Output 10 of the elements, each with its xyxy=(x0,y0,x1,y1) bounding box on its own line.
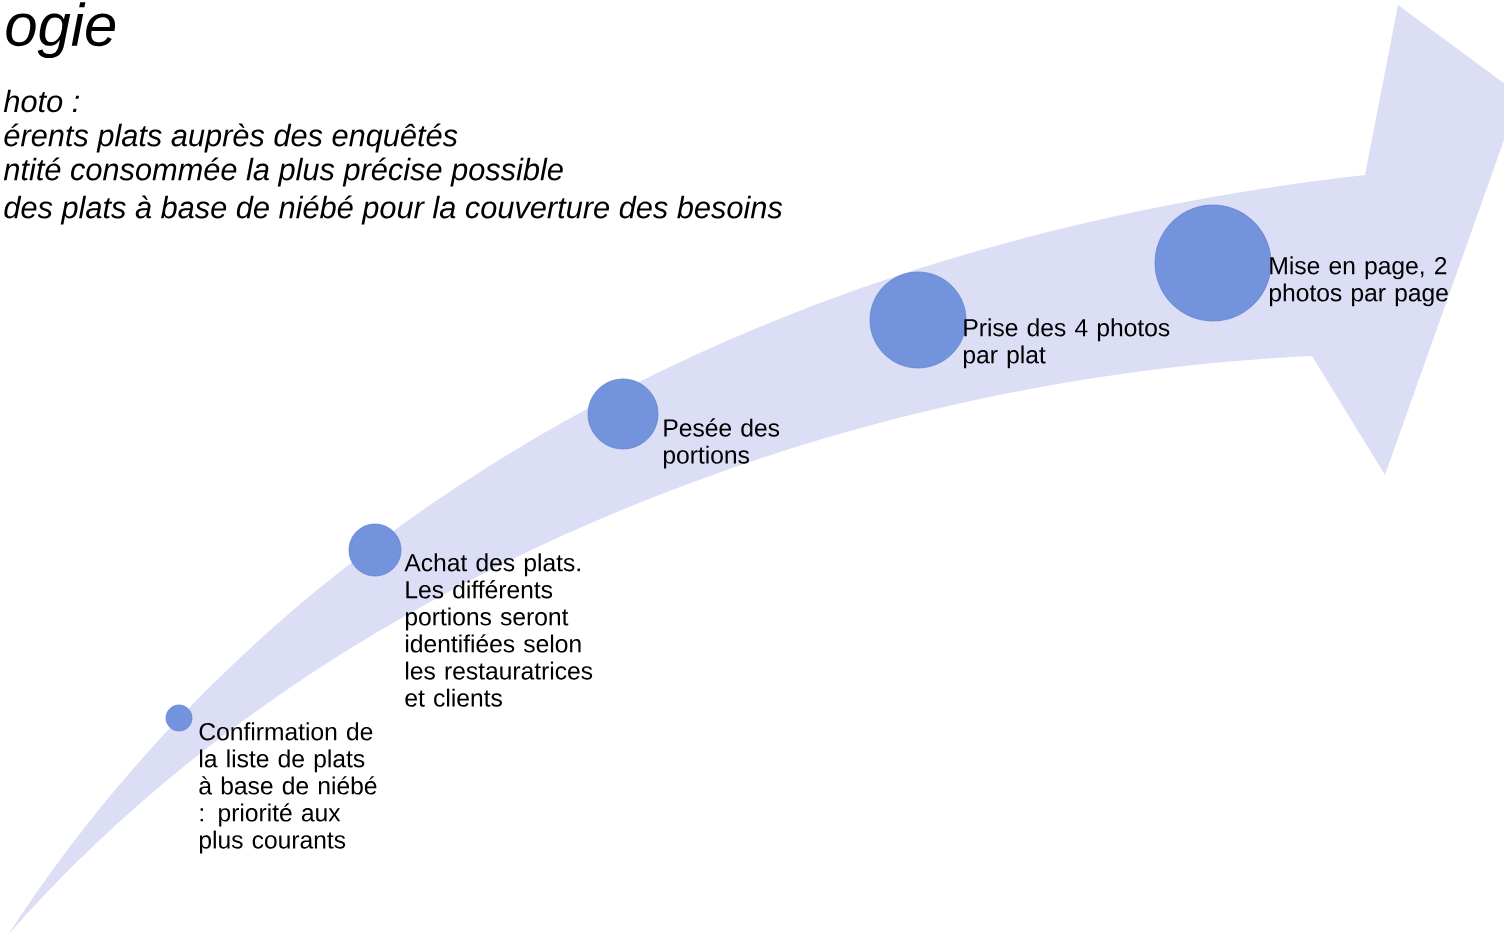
title: ogie xyxy=(6,2,116,59)
text-line: des plats à base de niébé pour la couverture des besoins xyxy=(4,195,783,225)
text-line: ntité consommée la plus précise possible xyxy=(3,157,563,187)
step-label: Prise des 4 photos par plat xyxy=(963,318,1170,369)
step-label: Achat des plats. Les différents portions seront identifiées selon les restauratrices et clients xyxy=(404,553,593,707)
step-label: Mise en page, 2 photos par page xyxy=(1269,256,1448,307)
step-label: Confirmation de la liste de plats à base de niébé : priorité aux plus courants xyxy=(199,722,377,854)
text-line: érents plats auprès des enquêtés xyxy=(4,123,458,153)
step-label: Pesée des portions xyxy=(663,418,780,469)
text-line: hoto : xyxy=(3,89,80,113)
